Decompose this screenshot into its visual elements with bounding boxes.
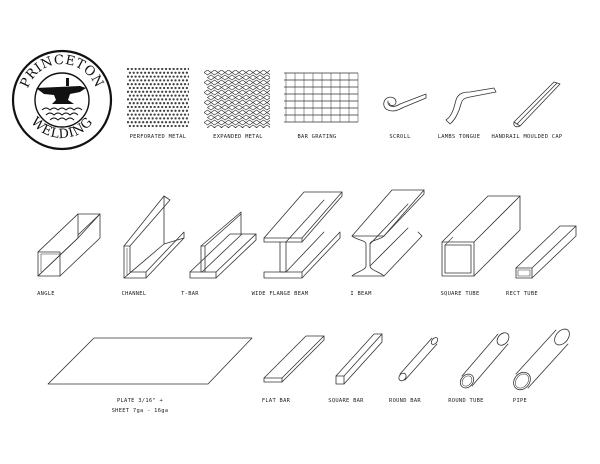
round-tube-label: ROUND TUBE — [448, 398, 483, 404]
bar-grating-label: BAR GRATING — [298, 134, 337, 140]
channel-label: CHANNEL — [122, 291, 147, 297]
square-bar-shape — [335, 333, 383, 385]
bar-grating-shape — [284, 72, 359, 123]
i-beam-label: I BEAM — [350, 291, 372, 297]
angle-shape — [37, 213, 101, 277]
logo-name-top: PRINCETON — [18, 53, 107, 91]
perforated-metal-label: PERFORATED METAL — [130, 134, 187, 140]
princeton-welding-logo: PRINCETON WELDING — [11, 49, 113, 151]
anvil-icon — [36, 78, 86, 104]
channel-shape — [123, 195, 185, 279]
lambs-tongue-shape — [445, 87, 497, 125]
expanded-metal-shape — [204, 70, 270, 128]
rect-tube-label: RECT TUBE — [506, 291, 538, 297]
rect-tube-shape — [515, 225, 577, 279]
round-tube-shape — [459, 332, 510, 389]
pipe-label: PIPE — [513, 398, 527, 404]
sheet-label: SHEET 7ga - 16ga — [112, 408, 169, 414]
expanded-metal-label: EXPANDED METAL — [213, 134, 263, 140]
square-bar-label: SQUARE BAR — [328, 398, 364, 404]
t-bar-label: T-BAR — [181, 291, 199, 297]
plate-shape — [47, 337, 253, 385]
flat-bar-shape — [263, 335, 325, 383]
scroll-label: SCROLL — [389, 134, 410, 140]
angle-label: ANGLE — [37, 291, 55, 297]
lambs-tongue-label: LAMBS TONGUE — [438, 134, 481, 140]
wide-flange-beam-label: WIDE FLANGE BEAM — [252, 291, 309, 297]
wide-flange-beam-shape — [263, 191, 343, 279]
scroll-shape — [383, 93, 427, 112]
plate-label: PLATE 3/16" + — [117, 398, 164, 404]
pipe-shape — [513, 328, 570, 391]
square-tube-shape — [441, 195, 521, 277]
round-bar-shape — [398, 337, 439, 382]
round-bar-label: ROUND BAR — [389, 398, 421, 404]
wave-pattern-icon — [41, 107, 83, 121]
t-bar-shape — [189, 211, 257, 279]
i-beam-shape — [351, 189, 425, 277]
flat-bar-label: FLAT BAR — [262, 398, 291, 404]
handrail-cap-label: HANDRAIL MOULDED CAP — [492, 134, 563, 140]
logo-name-bottom: WELDING — [28, 115, 96, 143]
square-tube-label: SQUARE TUBE — [441, 291, 480, 297]
handrail-moulded-cap-shape — [513, 81, 561, 128]
perforated-metal-shape — [127, 68, 189, 128]
